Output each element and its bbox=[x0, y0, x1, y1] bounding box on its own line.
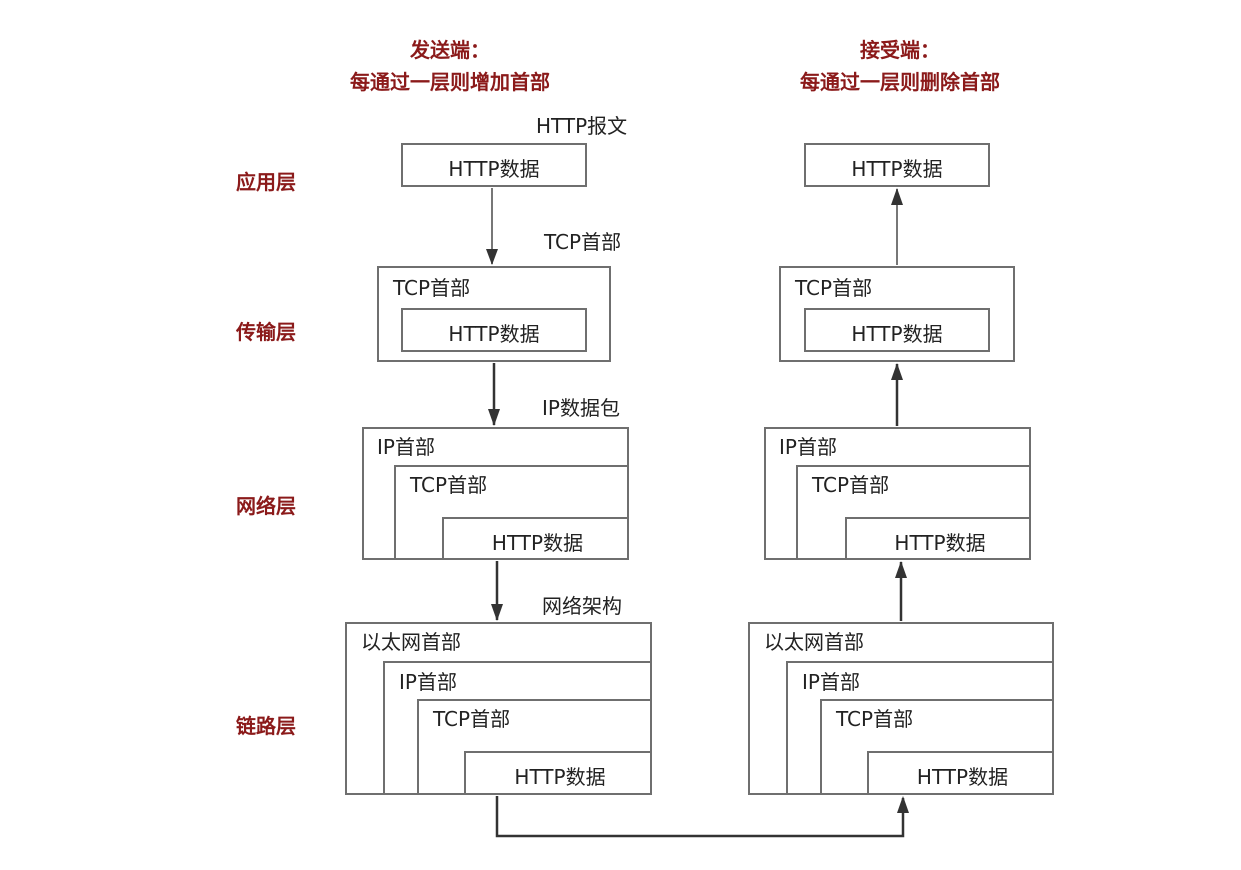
receiver-transport-http-data-label: HTTP数据 bbox=[851, 322, 943, 346]
sender-arrowhead-network-to-link bbox=[491, 604, 503, 621]
sender-transport-tcp-header-label: TCP首部 bbox=[393, 276, 471, 300]
receiver-link-ip-header-label: IP首部 bbox=[802, 670, 860, 694]
physical-link-connector bbox=[495, 796, 905, 838]
layer-label-application: 应用层 bbox=[236, 170, 296, 194]
layer-label-transport: 传输层 bbox=[236, 320, 296, 344]
sender-network-tcp-header-label: TCP首部 bbox=[410, 473, 488, 497]
sender-network-ip-header-label: IP首部 bbox=[377, 435, 435, 459]
sender-link-http-data-box: HTTP数据 bbox=[464, 751, 652, 795]
receiver-link-ethernet-header-label: 以太网首部 bbox=[764, 630, 864, 654]
receiver-app-http-data-label: HTTP数据 bbox=[851, 157, 943, 181]
receiver-heading-title: 接受端： bbox=[860, 38, 940, 62]
layer-label-link: 链路层 bbox=[236, 714, 296, 738]
sender-transport-http-data-label: HTTP数据 bbox=[448, 322, 540, 346]
sender-link-ethernet-header-label: 以太网首部 bbox=[361, 630, 461, 654]
annotation-ip-packet: IP数据包 bbox=[542, 396, 620, 420]
receiver-network-tcp-header-label: TCP首部 bbox=[812, 473, 890, 497]
sender-arrowhead-transport-to-network bbox=[488, 409, 500, 426]
sender-link-ip-header-label: IP首部 bbox=[399, 670, 457, 694]
receiver-arrowhead-link-to-network bbox=[895, 561, 907, 578]
receiver-arrowhead-transport-to-app bbox=[891, 188, 903, 205]
receiver-app-http-data-box: HTTP数据 bbox=[804, 143, 990, 187]
receiver-network-ip-header-label: IP首部 bbox=[779, 435, 837, 459]
sender-heading: 发送端： 每通过一层则增加首部 bbox=[330, 34, 570, 98]
receiver-network-http-data-label: HTTP数据 bbox=[894, 531, 986, 555]
layer-label-network: 网络层 bbox=[236, 494, 296, 518]
sender-link-tcp-header-label: TCP首部 bbox=[433, 707, 511, 731]
sender-heading-title: 发送端： bbox=[410, 38, 490, 62]
sender-network-http-data-label: HTTP数据 bbox=[491, 531, 584, 555]
receiver-heading-subtitle: 每通过一层则删除首部 bbox=[800, 70, 1000, 94]
annotation-tcp-header: TCP首部 bbox=[544, 230, 622, 254]
sender-transport-http-data-box: HTTP数据 bbox=[401, 308, 587, 352]
annotation-http-message: HTTP报文 bbox=[536, 114, 628, 138]
receiver-arrowhead-link-in bbox=[897, 796, 909, 813]
sender-app-http-data-label: HTTP数据 bbox=[448, 157, 540, 181]
receiver-network-http-data-box: HTTP数据 bbox=[845, 517, 1031, 560]
receiver-link-tcp-header-label: TCP首部 bbox=[836, 707, 914, 731]
sender-app-http-data-box: HTTP数据 bbox=[401, 143, 587, 187]
receiver-arrowhead-network-to-transport bbox=[891, 363, 903, 380]
sender-link-http-data-label: HTTP数据 bbox=[514, 765, 606, 789]
receiver-link-http-data-box: HTTP数据 bbox=[867, 751, 1054, 795]
receiver-heading: 接受端： 每通过一层则删除首部 bbox=[780, 34, 1020, 98]
receiver-link-http-data-label: HTTP数据 bbox=[916, 765, 1009, 789]
annotation-network-frame: 网络架构 bbox=[542, 594, 622, 618]
receiver-transport-http-data-box: HTTP数据 bbox=[804, 308, 990, 352]
receiver-transport-tcp-header-label: TCP首部 bbox=[795, 276, 873, 300]
sender-heading-subtitle: 每通过一层则增加首部 bbox=[350, 70, 550, 94]
sender-arrowhead-app-to-transport bbox=[486, 249, 498, 265]
sender-network-http-data-box: HTTP数据 bbox=[442, 517, 629, 560]
